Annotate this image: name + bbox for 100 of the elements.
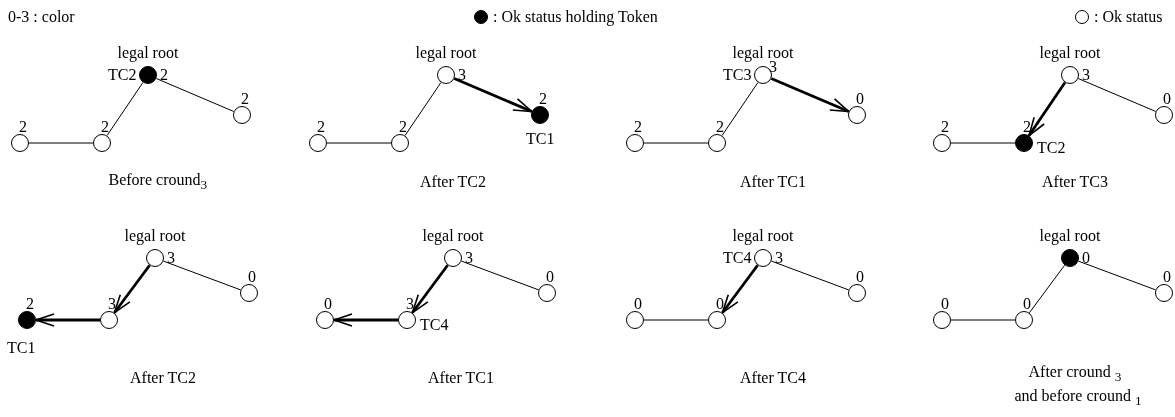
connector-line [643, 142, 709, 144]
node-label: 2 [539, 90, 547, 108]
node-circle [848, 106, 866, 124]
node-circle [146, 249, 164, 267]
panel-caption: After TC1 [428, 369, 494, 387]
connector-line [1028, 264, 1066, 314]
panel-caption: After TC2 [130, 369, 196, 387]
node-circle [240, 284, 258, 302]
node-label: 0 [546, 268, 554, 286]
node-label: TC2 [108, 66, 137, 84]
node-label: 0 [324, 295, 332, 313]
node-label: TC4 [723, 249, 752, 267]
node-circle [100, 311, 118, 329]
token-node [18, 311, 36, 329]
connector-line [404, 81, 442, 137]
node-circle [933, 311, 951, 329]
node-circle [848, 284, 866, 302]
node-circle [1155, 106, 1173, 124]
node-circle [233, 106, 251, 124]
panel-caption: After TC4 [740, 369, 806, 387]
node-label: 2 [941, 118, 949, 136]
node-label: 0 [941, 295, 949, 313]
arrow [333, 313, 398, 327]
node-caption: legal root [117, 44, 179, 62]
connector-line [326, 142, 392, 144]
node-label: 3 [775, 249, 783, 267]
arrow [411, 264, 449, 314]
node-label: 2 [160, 66, 168, 84]
node-circle [1155, 284, 1173, 302]
node-label: 0 [1163, 268, 1171, 286]
panel-caption: and before cround $_{1}$ [1014, 386, 1142, 410]
arrow [770, 77, 850, 113]
node-caption: legal root [422, 227, 484, 245]
node-label: 0 [716, 295, 724, 313]
node-caption: legal root [415, 44, 477, 62]
node-circle [444, 249, 462, 267]
token-node [531, 106, 549, 124]
arrow [113, 264, 151, 314]
connector-line [950, 319, 1016, 321]
node-circle [309, 134, 327, 152]
connector-line [1077, 260, 1157, 291]
node-label: 2 [26, 295, 34, 313]
connector-line [106, 81, 144, 137]
connector-line [643, 319, 709, 321]
node-circle [1061, 66, 1079, 84]
node-circle [708, 311, 726, 329]
note-text: 0-3 : color [8, 8, 75, 26]
node-circle [391, 134, 409, 152]
node-label: 0 [856, 268, 864, 286]
node-label: 2 [716, 118, 724, 136]
node-label: TC1 [7, 339, 36, 357]
connector-line [28, 142, 94, 144]
node-circle [1015, 311, 1033, 329]
panel-caption: After cround $_{3}$ [1028, 362, 1122, 386]
node-circle [398, 311, 416, 329]
node-label: 3 [458, 66, 466, 84]
node-label: 3 [465, 249, 473, 267]
node-label: 3 [108, 295, 116, 313]
node-circle [626, 311, 644, 329]
node-label: 2 [101, 118, 109, 136]
node-circle [93, 134, 111, 152]
panel-caption: After TC3 [1042, 173, 1108, 191]
arrow [1027, 81, 1067, 137]
node-label: 3 [406, 295, 414, 313]
arrow [721, 264, 759, 314]
node-label: 2 [399, 118, 407, 136]
node-label: 2 [634, 118, 642, 136]
node-label: 0 [1023, 295, 1031, 313]
panel-caption: After TC1 [740, 173, 806, 191]
arrow [453, 77, 533, 113]
node-label: 2 [317, 118, 325, 136]
connector-line [155, 78, 235, 112]
node-circle [933, 134, 951, 152]
node-label: 2 [241, 90, 249, 108]
node-label: 0 [634, 295, 642, 313]
node-label: 2 [1023, 118, 1031, 136]
node-caption: legal root [1039, 227, 1101, 245]
node-label: 0 [248, 268, 256, 286]
token-node [1061, 249, 1079, 267]
node-label: 3 [167, 249, 175, 267]
node-circle [316, 311, 334, 329]
connector-line [162, 260, 242, 291]
connector-line [460, 260, 540, 291]
node-label: 0 [1163, 90, 1171, 108]
node-label: 3 [1082, 66, 1090, 84]
node-caption: legal root [732, 227, 794, 245]
node-label: TC1 [526, 130, 555, 148]
node-circle [437, 66, 455, 84]
legend-text: : Ok status holding Token [493, 8, 658, 26]
arrow [35, 313, 100, 327]
connector-line [950, 142, 1016, 144]
node-label: TC2 [1037, 139, 1066, 157]
node-label: 2 [19, 118, 27, 136]
token-node [1015, 134, 1033, 152]
connector-line [721, 81, 759, 137]
node-label: TC4 [420, 316, 449, 334]
node-label: 0 [856, 90, 864, 108]
node-circle [708, 134, 726, 152]
node-circle [626, 134, 644, 152]
node-circle [754, 249, 772, 267]
